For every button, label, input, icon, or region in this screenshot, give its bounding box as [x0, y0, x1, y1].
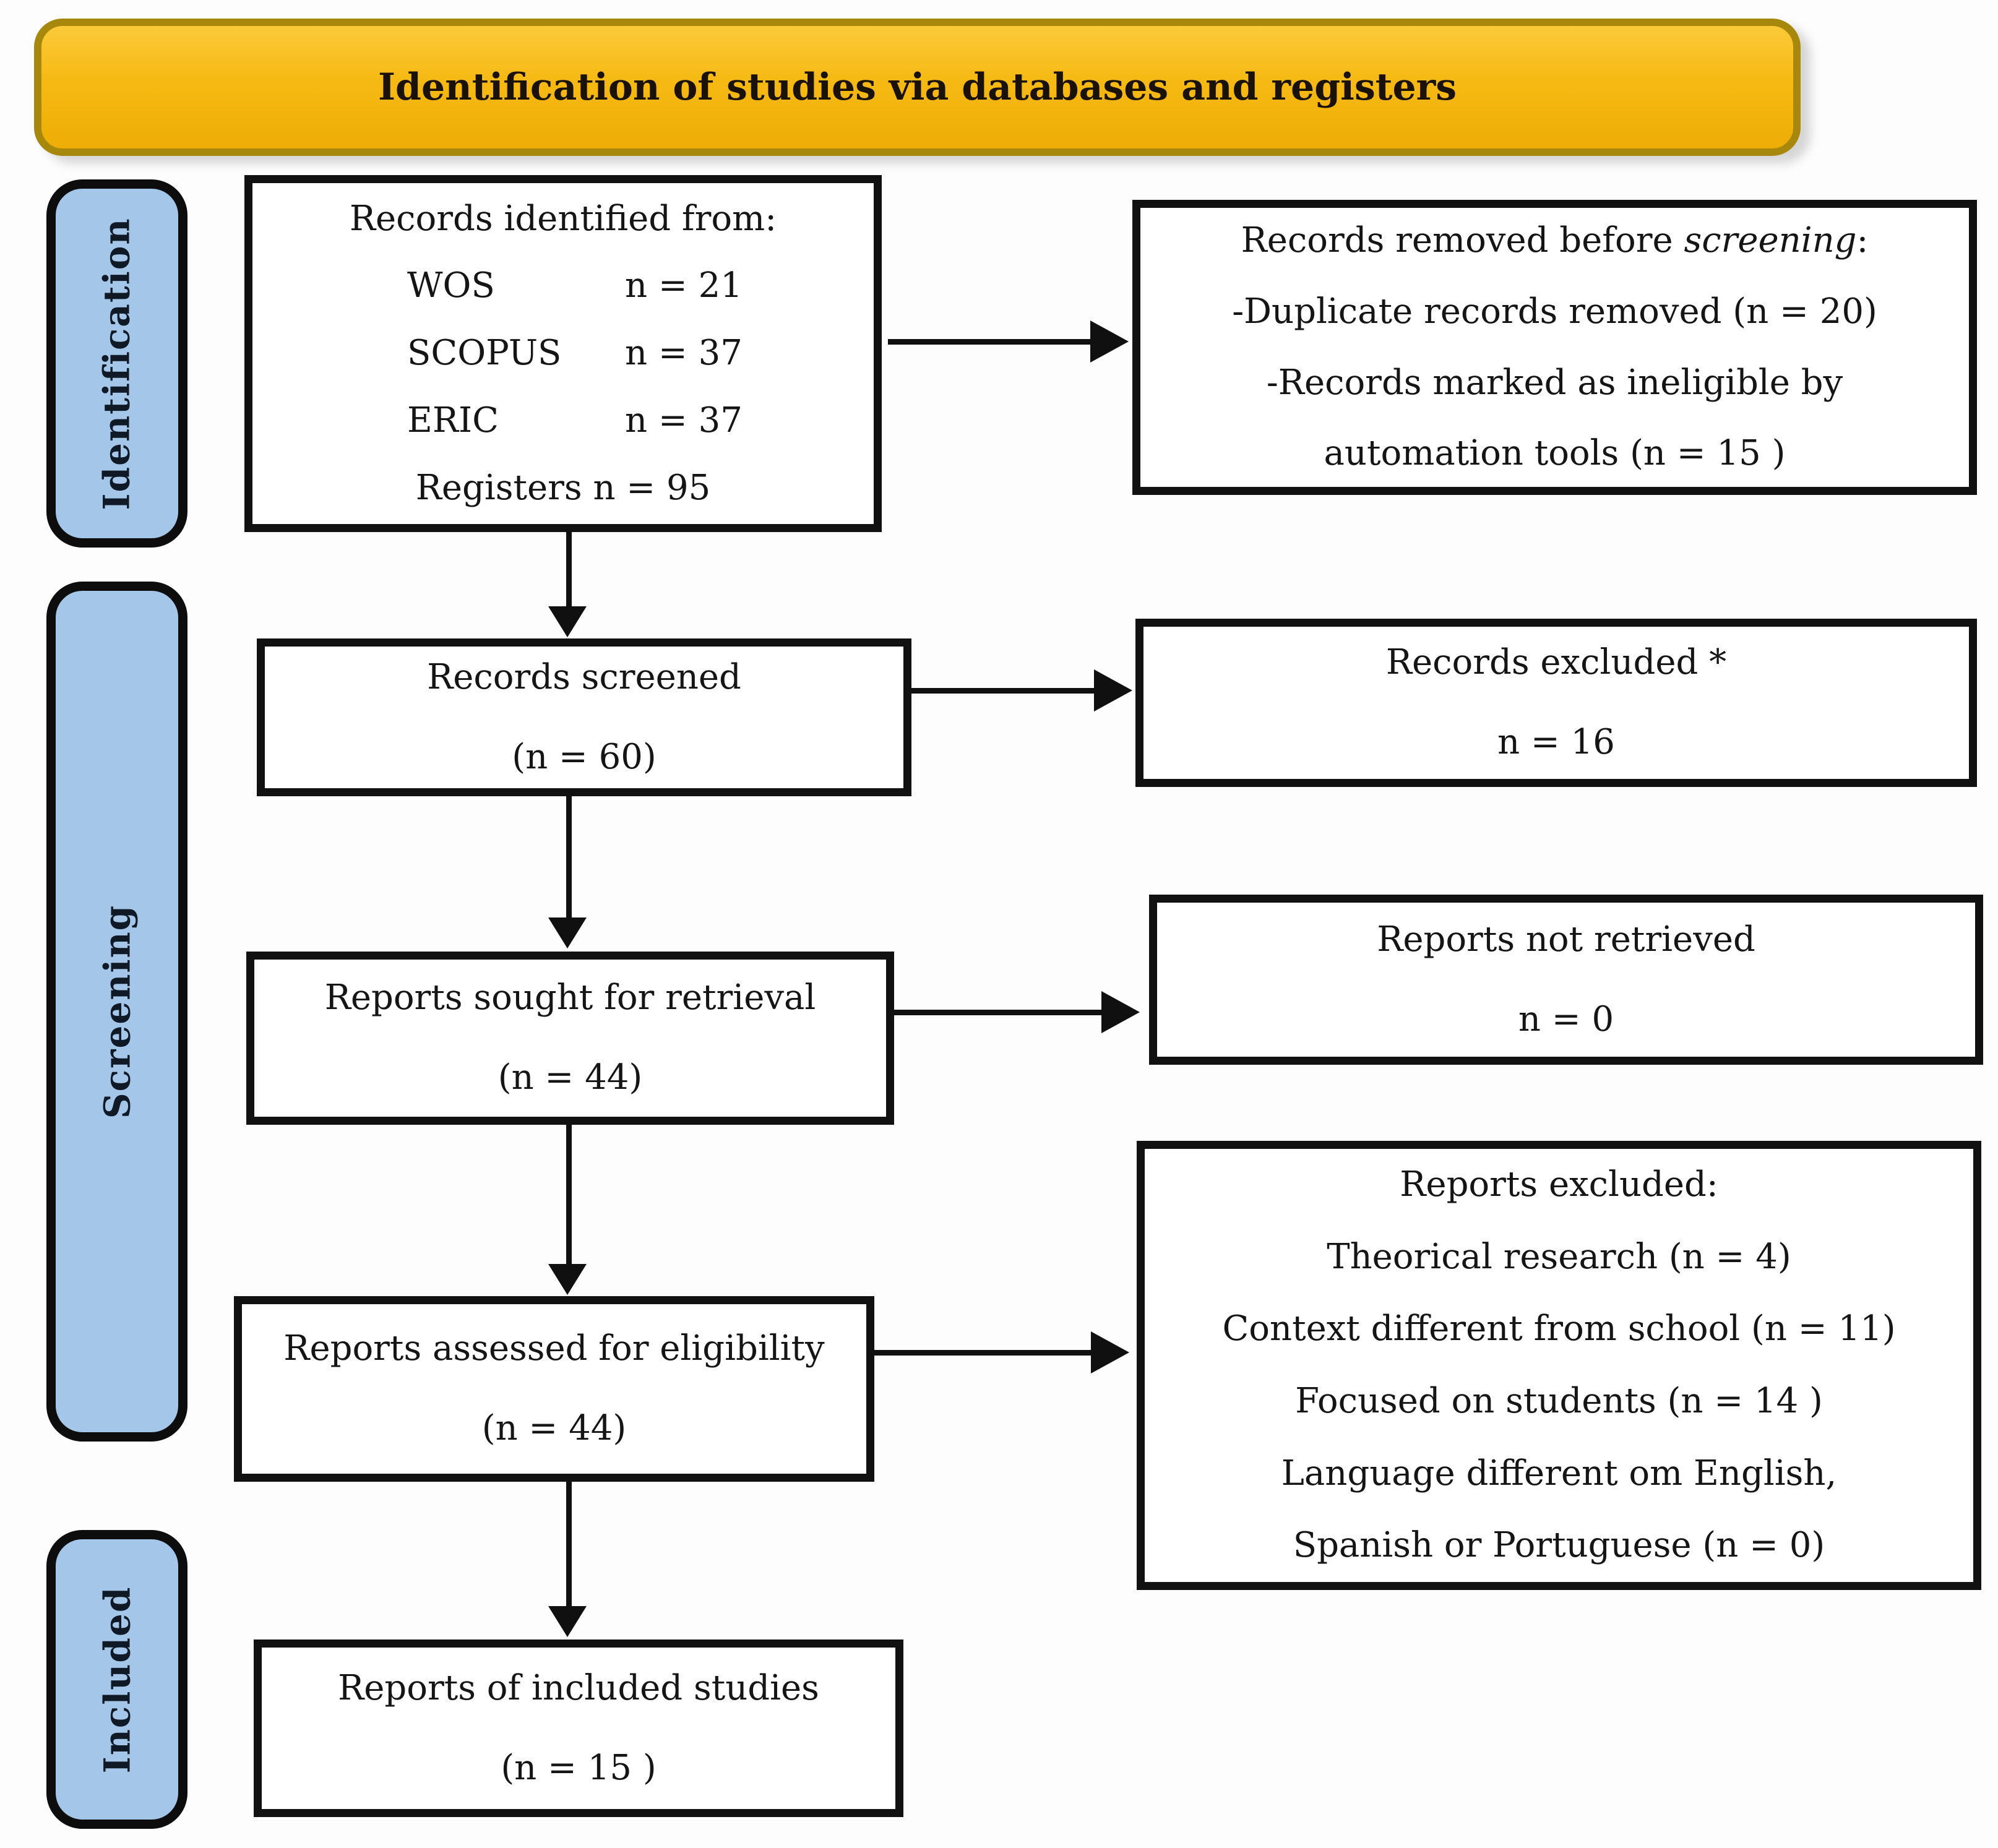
box-title: Reports not retrieved	[1377, 919, 1755, 960]
arrow-shaft-screened-to-excluded	[910, 688, 1096, 694]
arrowhead-down-icon	[548, 1264, 587, 1295]
box-title: Records removed before screening:	[1241, 221, 1869, 260]
box-title: Reports of included studies	[338, 1667, 819, 1708]
box-title: Reports sought for retrieval	[324, 978, 816, 1018]
arrowhead-right-icon	[1091, 1331, 1129, 1373]
removed-reason-line: automation tools (n = 15 )	[1324, 433, 1786, 474]
box-records-screened: Records screened (n = 60)	[257, 638, 911, 796]
source-count: n = 37	[625, 333, 743, 374]
box-reports-not-retrieved: Reports not retrieved n = 0	[1149, 895, 1983, 1065]
title-suffix: :	[1856, 220, 1869, 261]
arrow-shaft-sought-to-not-retrieved	[893, 1010, 1103, 1015]
box-title: Records excluded *	[1385, 642, 1727, 683]
arrowhead-down-icon	[548, 1606, 587, 1637]
box-count: (n = 15 )	[501, 1747, 657, 1788]
exclusion-reason: Language different om English,	[1281, 1453, 1837, 1493]
box-title: Records identified from:	[349, 198, 777, 239]
box-count: n = 16	[1497, 722, 1615, 762]
removed-reason-line: -Records marked as ineligible by	[1266, 362, 1843, 403]
exclusion-reason: Context different from school (n = 11)	[1222, 1309, 1896, 1349]
stage-label-included: Included	[46, 1530, 187, 1829]
box-title: Records screened	[427, 656, 741, 697]
arrowhead-down-icon	[548, 918, 587, 948]
source-name: SCOPUS	[407, 333, 562, 374]
arrowhead-right-icon	[1094, 669, 1132, 711]
source-count: n = 21	[625, 265, 743, 306]
stage-label-screening: Screening	[46, 582, 187, 1442]
source-count: n = 37	[625, 400, 743, 441]
box-title: Reports excluded:	[1400, 1164, 1718, 1205]
source-row: ERIC n = 37	[407, 400, 743, 441]
box-reports-excluded: Reports excluded: Theorical research (n …	[1137, 1141, 1981, 1590]
box-title: Reports assessed for eligibility	[283, 1328, 825, 1369]
banner-title: Identification of studies via databases …	[34, 19, 1801, 156]
arrow-shaft-assessed-to-reports-excluded	[873, 1350, 1093, 1356]
stage-label-text: Screening	[96, 904, 138, 1119]
exclusion-reason: Focused on students (n = 14 )	[1295, 1381, 1823, 1421]
registers-line: Registers n = 95	[415, 467, 711, 508]
title-prefix: Records removed before	[1241, 220, 1684, 261]
source-list: WOS n = 21 SCOPUS n = 37 ERIC n = 37	[407, 267, 743, 440]
arrowhead-down-icon	[548, 606, 587, 637]
box-count: n = 0	[1518, 999, 1614, 1039]
stage-label-text: Included	[96, 1586, 139, 1773]
box-records-removed-before-screening: Records removed before screening: -Dupli…	[1132, 200, 1977, 495]
box-reports-included: Reports of included studies (n = 15 )	[254, 1640, 903, 1817]
arrow-shaft-sought-to-assessed	[566, 1124, 572, 1266]
stage-label-identification: Identification	[46, 179, 187, 548]
box-reports-assessed: Reports assessed for eligibility (n = 44…	[234, 1296, 874, 1482]
source-row: SCOPUS n = 37	[407, 333, 743, 374]
source-name: ERIC	[407, 400, 499, 441]
arrow-shaft-assessed-to-included	[566, 1481, 572, 1607]
arrow-shaft-identified-to-removed	[888, 339, 1092, 345]
source-name: WOS	[407, 265, 495, 306]
box-reports-sought: Reports sought for retrieval (n = 44)	[246, 952, 894, 1125]
exclusion-reason: Theorical research (n = 4)	[1327, 1236, 1791, 1277]
arrowhead-right-icon	[1090, 320, 1129, 363]
arrow-shaft-screened-to-sought	[566, 795, 572, 919]
exclusion-reason: Spanish or Portuguese (n = 0)	[1293, 1525, 1825, 1566]
arrowhead-right-icon	[1101, 991, 1140, 1033]
stage-label-text: Identification	[96, 217, 139, 510]
box-records-identified: Records identified from: WOS n = 21 SCOP…	[244, 175, 882, 532]
source-row: WOS n = 21	[407, 267, 743, 306]
removed-reason-line: -Duplicate records removed (n = 20)	[1232, 291, 1877, 332]
box-count: (n = 60)	[512, 736, 657, 777]
box-records-excluded: Records excluded * n = 16	[1135, 619, 1977, 787]
title-italic-word: screening	[1684, 220, 1857, 261]
box-count: (n = 44)	[497, 1057, 643, 1098]
arrow-shaft-identified-to-screened	[566, 531, 572, 610]
box-count: (n = 44)	[481, 1408, 627, 1448]
